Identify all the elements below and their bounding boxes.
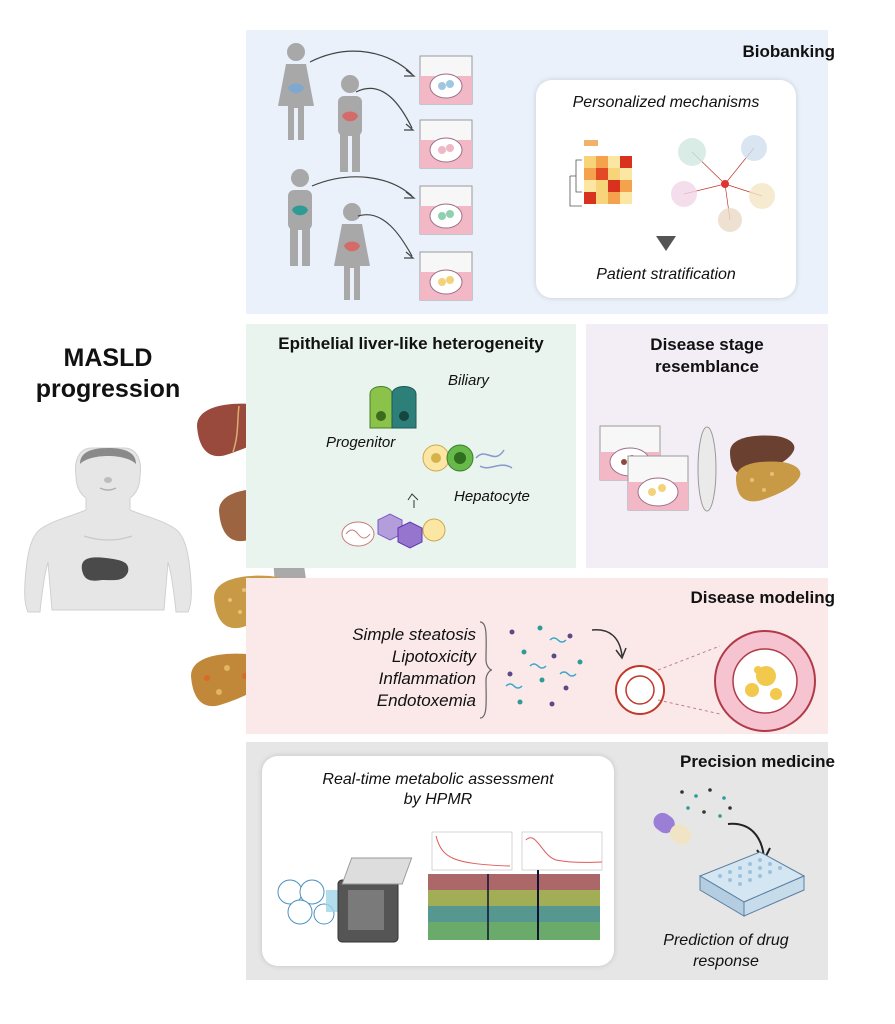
- masld-title-line1: MASLD: [63, 344, 153, 372]
- modeling-list: Simple steatosis Lipotoxicity Inflammati…: [300, 624, 476, 712]
- pill-capsule-icon: [653, 812, 692, 845]
- hpmr-label-line1: Real-time metabolic assessment: [322, 771, 554, 788]
- network-icon: [671, 135, 775, 232]
- masld-title: MASLD progression: [18, 343, 198, 405]
- biliary-label: Biliary: [448, 372, 489, 389]
- biliary-cells-icon: [369, 386, 417, 429]
- progenitor-label: Progenitor: [326, 434, 396, 451]
- stratification-label: Patient stratification: [596, 266, 736, 283]
- nmr-spectra-icon: [428, 831, 603, 940]
- curved-arrow-icon: [591, 629, 627, 660]
- human-torso-icon: [24, 447, 192, 613]
- progenitor-cells-icon: [422, 444, 513, 472]
- prediction-label: Prediction of drug response: [636, 930, 816, 972]
- particles-icon: [505, 625, 583, 707]
- stage-title: Disease stage resemblance: [586, 334, 828, 378]
- prediction-label-line2: response: [693, 953, 759, 970]
- hpmr-label-line2: by HPMR: [403, 791, 473, 808]
- brace-icon: [479, 621, 493, 719]
- slide-icon: [697, 426, 717, 512]
- modeling-item: Lipotoxicity: [391, 647, 476, 666]
- stage-wells-icon: [599, 425, 689, 511]
- hepatocyte-cells-icon: [341, 493, 446, 549]
- nmr-apparatus-icon: [277, 857, 413, 943]
- triangle-down-icon: [656, 236, 676, 251]
- organoid-well-3-icon: [419, 185, 473, 235]
- mechanisms-label: Personalized mechanisms: [572, 94, 760, 111]
- biobanking-title: Biobanking: [742, 42, 835, 61]
- heatmap-icon: [569, 140, 632, 207]
- organoid-well-1-icon: [419, 55, 473, 105]
- epithelial-title: Epithelial liver-like heterogeneity: [278, 334, 544, 353]
- stage-livers-icon: [730, 435, 801, 502]
- stage-title-line2: resemblance: [655, 357, 759, 376]
- organoid-well-4-icon: [419, 251, 473, 301]
- well-plate-icon: [698, 851, 806, 917]
- modeling-item: Inflammation: [378, 669, 476, 688]
- large-organoid-icon: [714, 630, 816, 732]
- modeling-item: Simple steatosis: [352, 625, 476, 644]
- hpmr-label: Real-time metabolic assessment by HPMR: [262, 770, 614, 810]
- stage-title-line1: Disease stage: [650, 335, 764, 354]
- biobank-arrows: [309, 50, 416, 259]
- masld-title-line2: progression: [35, 375, 181, 403]
- zoom-lines: [657, 645, 721, 715]
- small-organoid-icon: [615, 665, 665, 715]
- donor-female-2-icon: [334, 203, 370, 300]
- hepatocyte-label: Hepatocyte: [454, 488, 530, 505]
- donor-male-2-icon: [288, 169, 312, 266]
- organoid-well-2-icon: [419, 119, 473, 169]
- donor-male-1-icon: [338, 75, 362, 172]
- modeling-item: Endotoxemia: [376, 691, 476, 710]
- modeling-title: Disease modeling: [690, 588, 835, 607]
- precision-title: Precision medicine: [680, 752, 835, 771]
- drug-particles-icon: [680, 788, 732, 818]
- donor-female-1-icon: [278, 43, 314, 140]
- prediction-label-line1: Prediction of drug: [663, 932, 789, 949]
